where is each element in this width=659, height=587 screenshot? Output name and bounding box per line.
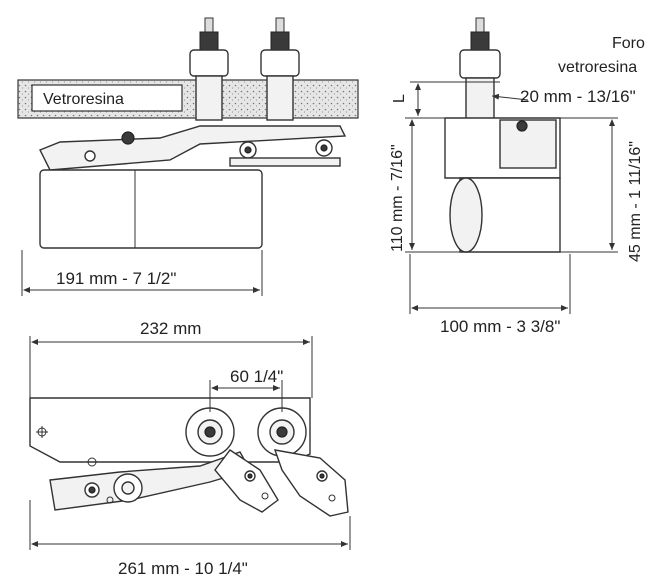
wheel-left [185, 407, 235, 457]
lever-link-right [273, 449, 349, 517]
side-wheel [449, 177, 483, 253]
dim-20-label: 20 mm - 13/16" [520, 87, 636, 106]
stud-side [459, 17, 501, 121]
wheel-right [257, 407, 307, 457]
dim-191-label: 191 mm - 7 1/2" [56, 269, 176, 288]
hole-label-line1: Foro [612, 35, 645, 52]
top-right-view [444, 17, 561, 253]
dim-top-right-width: 100 mm - 3 3/8" [409, 254, 571, 336]
dim-wheel-height: 45 mm - 1 11/16" [560, 117, 644, 262]
stud-left [189, 17, 229, 121]
top-left-view: Vetroresina [17, 17, 359, 249]
material-label-box [31, 84, 183, 112]
hole-symbol: L [391, 94, 408, 103]
dim-60-label: 60 1/4" [230, 367, 283, 386]
top-left-housing [39, 169, 263, 249]
dim-hole-thickness: 20 mm - 13/16" [410, 81, 636, 119]
dim-top-left-width: 191 mm - 7 1/2" [21, 250, 263, 296]
dim-45-label: 45 mm - 1 11/16" [627, 141, 644, 262]
dim-bottom-inner-width: 232 mm [29, 319, 313, 398]
top-left-bracket [39, 125, 347, 171]
stud-right [260, 17, 300, 121]
dim-wheel-spacing: 60 1/4" [209, 367, 283, 412]
hole-label-line2: vetroresina [558, 59, 637, 76]
dim-110-label: 110 mm - 7/16" [389, 144, 406, 252]
material-label: Vetroresina [43, 91, 124, 108]
bottom-view [29, 397, 349, 517]
dim-261-label: 261 mm - 10 1/4" [118, 559, 248, 578]
dim-100-label: 100 mm - 3 3/8" [440, 317, 560, 336]
pivot-bolt [121, 131, 135, 145]
dim-total-height: 110 mm - 7/16" [389, 117, 460, 253]
dim-232-label: 232 mm [140, 319, 201, 338]
dim-bottom-total-width: 261 mm - 10 1/4" [29, 500, 351, 578]
